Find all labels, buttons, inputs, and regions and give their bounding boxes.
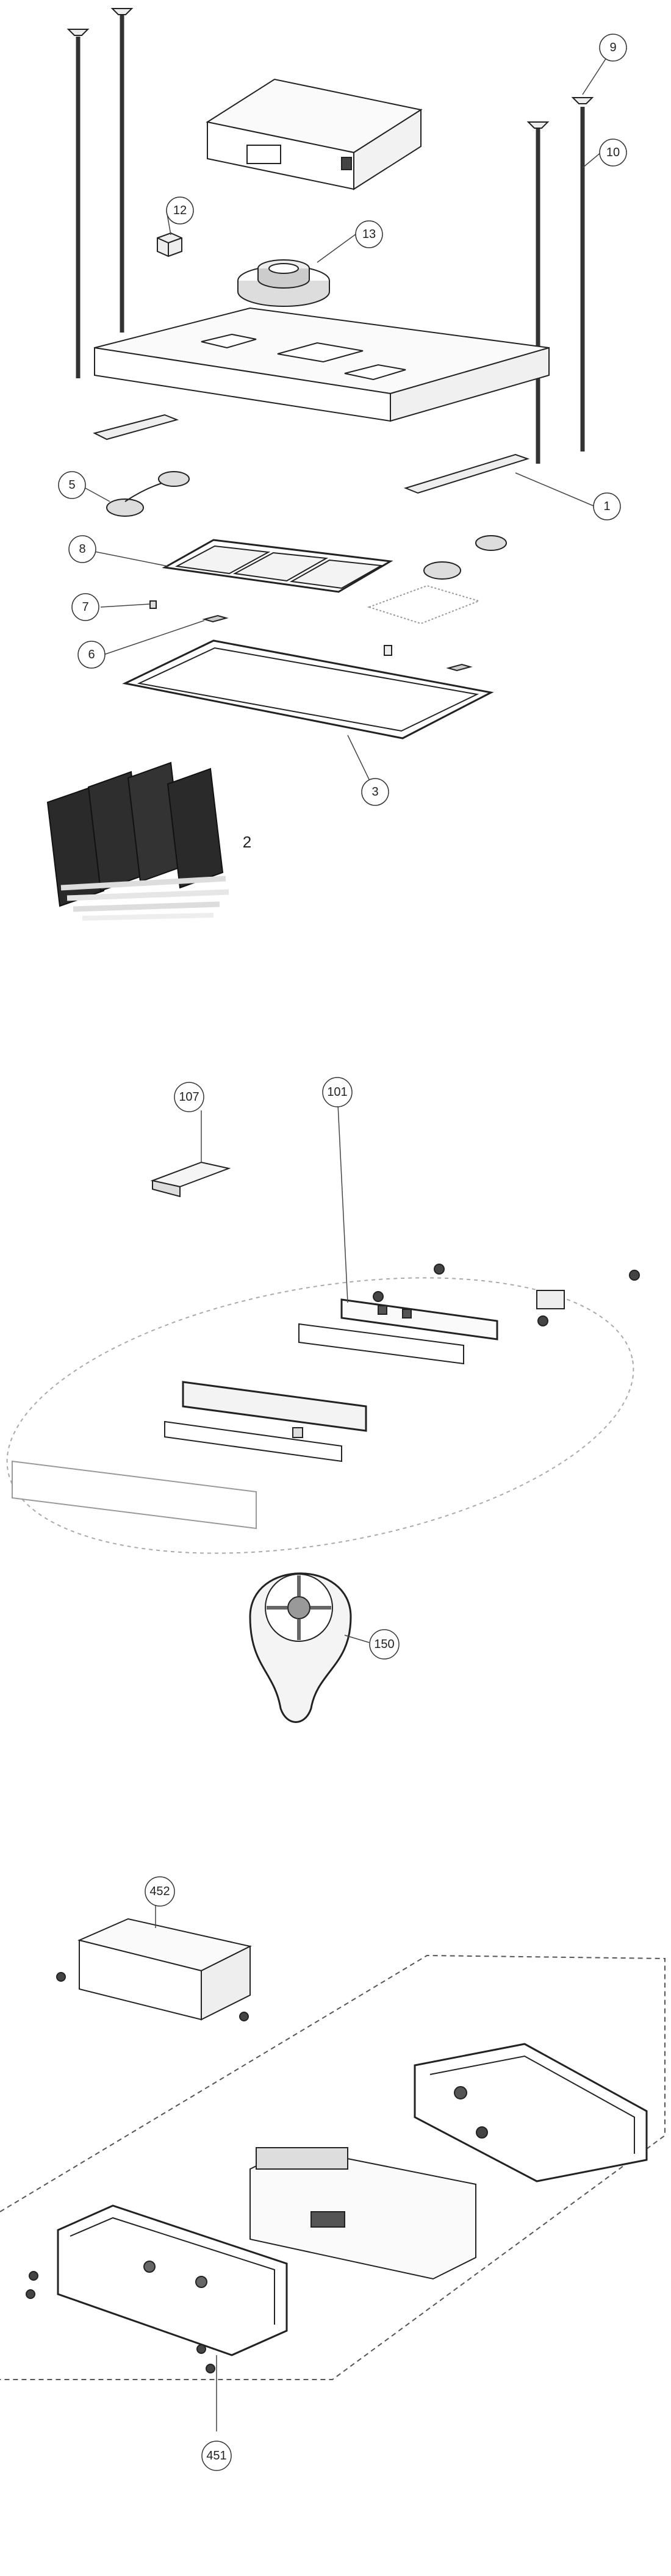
svg-text:3: 3 <box>371 785 378 799</box>
part-452-cover <box>56 1918 252 2021</box>
callout-10: 10 <box>599 139 627 167</box>
callout-5: 5 <box>58 471 86 499</box>
section-controls <box>6 1161 640 1723</box>
section-hood-assembly <box>46 8 594 921</box>
callout-452: 452 <box>145 1876 175 1907</box>
part-7-clip <box>149 600 157 609</box>
callouts: 9 10 12 13 1 5 8 7 6 3 107 101 150 452 4… <box>58 34 627 2471</box>
svg-text:12: 12 <box>173 204 187 217</box>
svg-text:451: 451 <box>206 2449 226 2463</box>
part-6-latch <box>202 614 229 623</box>
svg-text:107: 107 <box>179 1090 199 1104</box>
power-module-housing-front <box>26 2204 288 2373</box>
part-8-grease-filter <box>162 539 393 593</box>
part-13-fan-motor <box>237 259 330 307</box>
part-12-bracket <box>157 232 182 257</box>
svg-text:150: 150 <box>374 1638 394 1651</box>
svg-text:1: 1 <box>603 500 610 513</box>
svg-text:5: 5 <box>68 478 75 492</box>
label-2: 2 <box>243 833 251 851</box>
part-150-remote-control <box>249 1572 352 1723</box>
power-module-housing-rear <box>414 2043 648 2182</box>
suspension-rods-right <box>526 97 594 464</box>
callout-9: 9 <box>599 34 627 62</box>
suspension-rods-left <box>66 8 134 378</box>
part-107-bracket-side <box>152 1179 181 1198</box>
callout-150: 150 <box>369 1629 400 1660</box>
callout-13: 13 <box>355 220 383 248</box>
callout-7: 7 <box>71 593 99 621</box>
callout-1: 1 <box>593 492 621 520</box>
part-101-control-board <box>12 1264 640 1530</box>
svg-text:13: 13 <box>362 228 376 241</box>
callout-101: 101 <box>322 1077 353 1107</box>
svg-text:6: 6 <box>88 648 95 661</box>
callout-12: 12 <box>166 196 194 225</box>
svg-text:452: 452 <box>149 1885 170 1898</box>
glass-panel <box>367 585 481 625</box>
hood-body <box>94 307 550 422</box>
callout-3: 3 <box>361 778 389 806</box>
svg-text:8: 8 <box>79 542 85 556</box>
part-3-frame <box>122 639 494 739</box>
svg-text:10: 10 <box>606 146 620 159</box>
assembly-101-boundary <box>6 1277 634 1554</box>
section-power-module <box>0 1918 666 2380</box>
svg-text:101: 101 <box>327 1085 347 1099</box>
svg-text:9: 9 <box>609 41 616 54</box>
part-2-carbon-filters <box>46 761 229 921</box>
power-module-pcb <box>249 2146 476 2280</box>
svg-text:7: 7 <box>82 600 88 614</box>
latch-right <box>446 663 473 672</box>
callout-451: 451 <box>201 2441 232 2471</box>
callout-8: 8 <box>68 535 96 563</box>
callout-107: 107 <box>174 1082 204 1112</box>
spacer <box>384 645 392 656</box>
mounting-bracket-left <box>93 414 179 441</box>
callout-6: 6 <box>77 641 106 669</box>
part-5-lamp-sockets <box>106 471 507 580</box>
assembly-451-boundary <box>0 1954 666 2380</box>
duct-box <box>206 78 423 190</box>
mounting-bracket-right <box>403 453 530 494</box>
